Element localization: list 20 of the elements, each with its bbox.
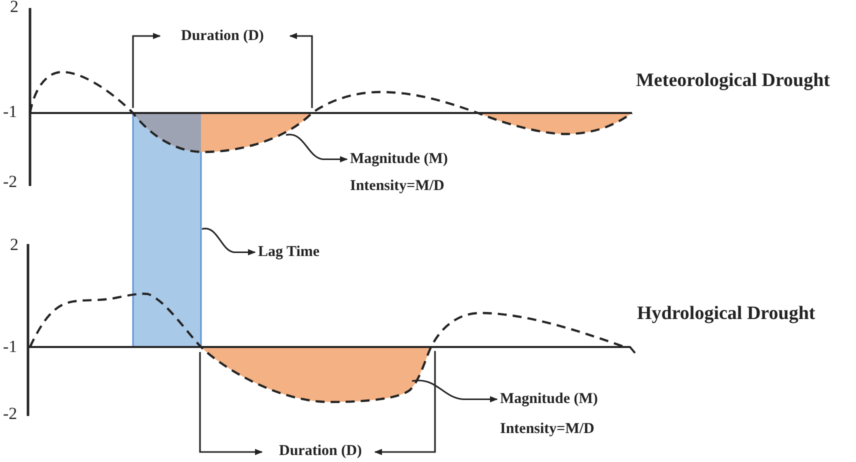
dimension-label: Duration (D) [181, 28, 264, 44]
shaded-area [133, 113, 312, 152]
leader-arrow [202, 228, 256, 256]
annotation-label: Lag Time [258, 244, 320, 260]
dimension-label: Duration (D) [279, 443, 362, 460]
annotation-label: Intensity=M/D [350, 178, 444, 194]
leader-arrow [286, 134, 348, 162]
axis-tick-label: 2 [10, 0, 18, 17]
annotation-label: Intensity=M/D [500, 421, 594, 438]
axis-tick-label: 2 [10, 236, 18, 255]
axis-tick-label: -2 [3, 405, 18, 424]
series-label: Hydrological Drought [637, 304, 816, 325]
leader-arrow [412, 380, 498, 402]
series-label: Meteorological Drought [636, 71, 830, 92]
annotation-label: Magnitude (M) [500, 391, 598, 408]
shaded-area [201, 347, 431, 402]
annotation-label: Magnitude (M) [350, 151, 448, 168]
axis-tick-label: -1 [3, 103, 18, 122]
axis-tick-label: -2 [3, 173, 18, 192]
axis-tick-label: -1 [3, 338, 18, 357]
